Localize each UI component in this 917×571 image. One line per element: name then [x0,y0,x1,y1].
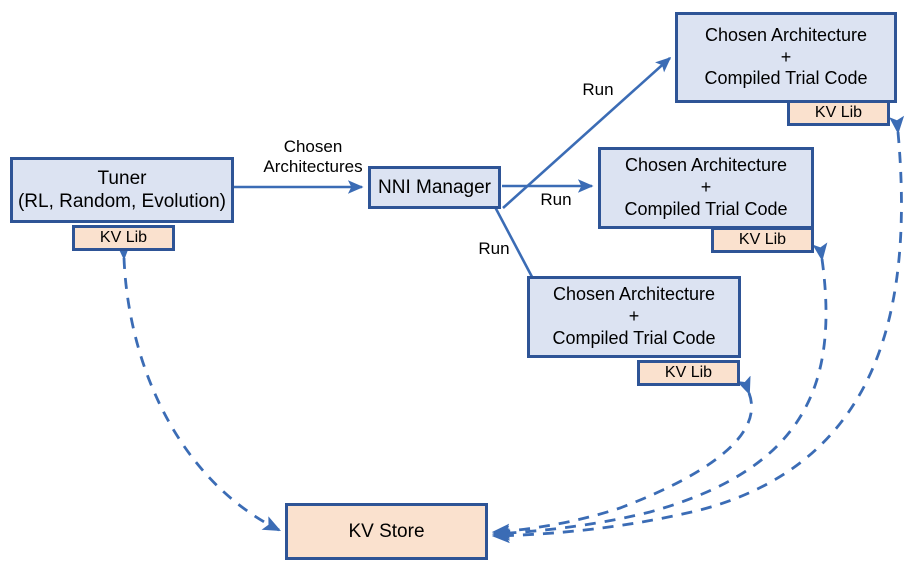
edge-kv-store-to-tuner-kv-lib [115,242,282,532]
nni-manager-label: NNI Manager [378,176,491,198]
tuner-box[interactable]: Tuner (RL, Random, Evolution) [10,157,234,223]
edge-label-chosen-architectures: Chosen Architectures [252,137,374,177]
trial-bottom-line-2: + [628,306,640,327]
nni-manager-box[interactable]: NNI Manager [368,166,501,209]
run-bottom-text: Run [478,239,510,258]
edge-kv-store-to-trial-bottom-kv-lib [491,375,753,539]
trial-middle-line-1: Chosen Architecture [624,155,788,176]
trial-box-middle[interactable]: Chosen Architecture + Compiled Trial Cod… [598,147,814,229]
trial-top-kv-lib-box[interactable]: KV Lib [787,100,890,126]
kv-store-box[interactable]: KV Store [285,503,488,560]
trial-top-kv-lib-label: KV Lib [814,104,863,122]
tuner-title: Tuner [97,167,147,189]
trial-top-line-3: Compiled Trial Code [704,68,868,89]
trial-box-top-label: Chosen Architecture + Compiled Trial Cod… [678,25,894,91]
run-middle-text: Run [540,190,572,209]
kv-store-label: KV Store [348,520,425,542]
edge-label-run-bottom: Run [474,239,514,259]
trial-box-bottom-label: Chosen Architecture + Compiled Trial Cod… [530,284,738,350]
trial-top-line-1: Chosen Architecture [704,24,868,45]
trial-middle-kv-lib-box[interactable]: KV Lib [711,227,814,253]
trial-box-top[interactable]: Chosen Architecture + Compiled Trial Cod… [675,12,897,103]
trial-middle-kv-lib-label: KV Lib [738,231,787,249]
trial-top-line-2: + [780,46,792,67]
trial-bottom-kv-lib-label: KV Lib [664,364,713,382]
trial-middle-line-3: Compiled Trial Code [624,198,788,219]
tuner-subtitle: (RL, Random, Evolution) [17,191,227,212]
trial-box-bottom[interactable]: Chosen Architecture + Compiled Trial Cod… [527,276,741,358]
edge-label-run-top: Run [578,80,618,100]
chosen-architectures-line-1: Chosen [283,137,343,156]
tuner-kv-lib-label: KV Lib [99,229,148,247]
trial-box-middle-label: Chosen Architecture + Compiled Trial Cod… [601,155,811,221]
trial-bottom-line-1: Chosen Architecture [552,284,716,305]
tuner-box-label: Tuner (RL, Random, Evolution) [13,167,231,213]
run-top-text: Run [582,80,614,99]
chosen-architectures-line-2: Architectures [263,157,363,177]
tuner-kv-lib-box[interactable]: KV Lib [72,225,175,251]
trial-bottom-line-3: Compiled Trial Code [552,327,716,348]
trial-middle-line-2: + [700,177,712,198]
edge-label-run-middle: Run [536,190,576,210]
trial-bottom-kv-lib-box[interactable]: KV Lib [637,360,740,386]
